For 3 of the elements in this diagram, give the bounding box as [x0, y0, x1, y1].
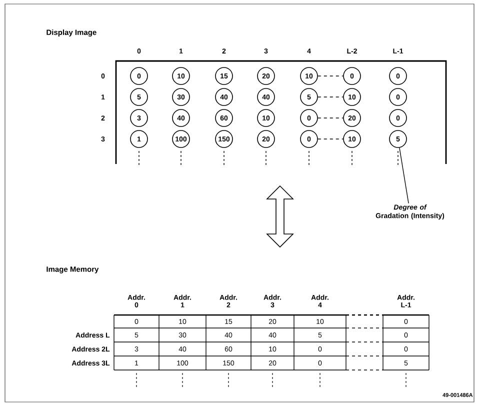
dashed-line	[318, 138, 344, 140]
leader-line	[399, 147, 409, 204]
dashed-line	[318, 96, 344, 98]
